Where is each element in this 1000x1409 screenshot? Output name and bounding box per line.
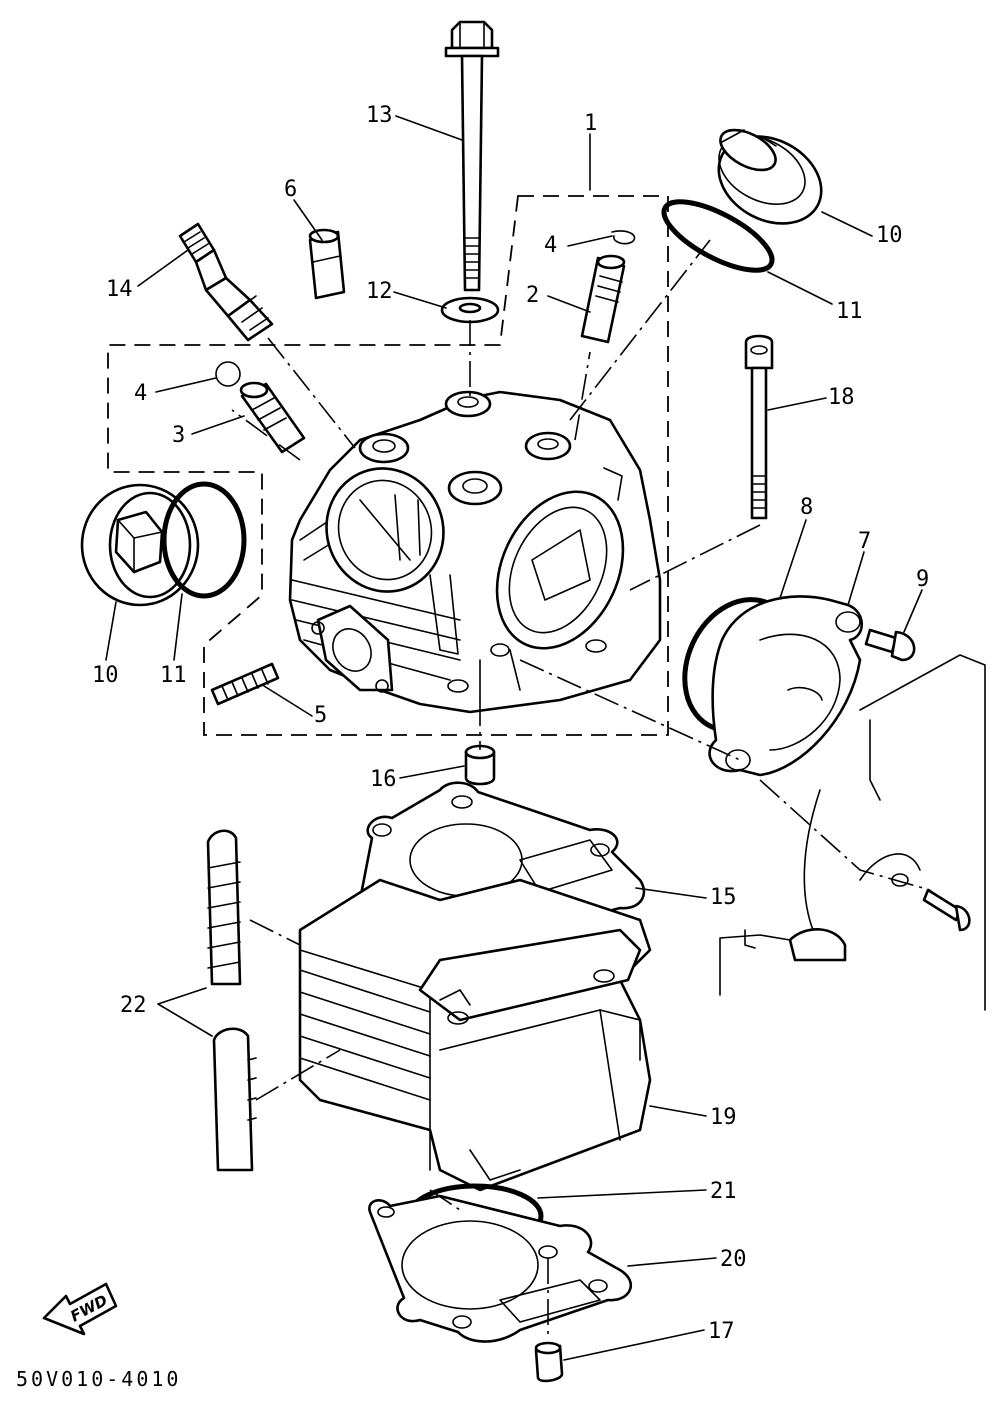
callout-22: 22: [120, 993, 147, 1018]
callout-21: 21: [710, 1179, 737, 1204]
part-4-valve-clip-lower: [215, 361, 241, 387]
part-20-base-gasket: [368, 1194, 632, 1343]
callout-20: 20: [720, 1247, 747, 1272]
callout-11-left: 11: [160, 663, 187, 688]
crankcase-outline: [719, 654, 986, 1011]
callout-4-upper: 4: [544, 233, 557, 258]
callout-9: 9: [916, 567, 929, 592]
part-11-o-ring-upper: [661, 199, 775, 273]
callout-12: 12: [366, 279, 393, 304]
callout-15: 15: [710, 885, 737, 910]
part-17-dowel: [534, 1341, 564, 1383]
part-4-valve-clip-upper: [611, 230, 636, 245]
callout-13: 13: [366, 103, 393, 128]
part-19-cylinder-block: [298, 878, 652, 1192]
part-9-bolt: [864, 628, 916, 662]
part-3-valve-guide: [239, 381, 306, 454]
leader-lines: [105, 115, 923, 1361]
callout-14: 14: [106, 277, 133, 302]
part-6-dowel: [308, 228, 346, 300]
part-13-head-bolt: [444, 20, 500, 292]
part-1-cylinder-head: [288, 390, 662, 714]
callout-11-upper: 11: [836, 299, 863, 324]
forward-direction-arrow: FWD: [42, 1282, 118, 1336]
callout-7: 7: [858, 529, 871, 554]
part-11-o-ring-left: [161, 481, 247, 599]
part-18-stud-bolt: [744, 334, 774, 520]
callout-5: 5: [314, 703, 327, 728]
part-16-dowel: [464, 744, 496, 786]
callout-3: 3: [172, 423, 185, 448]
part-12-washer: [440, 296, 500, 324]
diagram-reference-code: 50V010-4010: [16, 1367, 181, 1391]
callout-4-lower: 4: [134, 381, 147, 406]
callout-10-upper: 10: [876, 223, 903, 248]
callout-labels: 13 1 6 4 2 14 12 10 11 4 3 18 8 7 9 10 1…: [92, 103, 929, 1344]
part-2-valve-guide: [580, 254, 626, 344]
part-22-pins: [206, 829, 257, 1172]
cylinder-head-assembly-boundary: [107, 195, 669, 736]
callout-16: 16: [370, 767, 397, 792]
part-14-spark-plug: [178, 222, 274, 342]
callout-6: 6: [284, 177, 297, 202]
callout-1: 1: [584, 111, 597, 136]
callout-19: 19: [710, 1105, 737, 1130]
callout-18: 18: [828, 385, 855, 410]
part-5-stud: [210, 662, 280, 706]
callout-2: 2: [526, 283, 539, 308]
part-7-side-cover: [708, 595, 864, 777]
callout-8: 8: [800, 495, 813, 520]
callout-10-left: 10: [92, 663, 119, 688]
callout-17: 17: [708, 1319, 735, 1344]
assembly-center-lines: [231, 239, 931, 1340]
part-10-valve-cover-cap-upper: [717, 128, 823, 225]
